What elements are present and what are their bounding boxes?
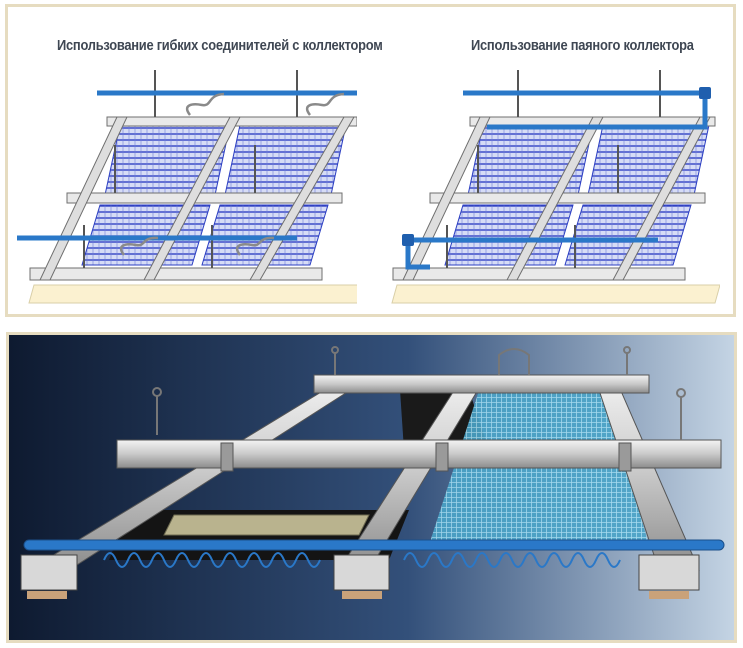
diagram-flexible-connectors — [17, 70, 357, 304]
ceiling-render — [9, 335, 734, 640]
hanger — [152, 346, 686, 440]
caption-soldered-collector: Использование паяного коллектора — [471, 37, 694, 54]
schematic-panel: Использование гибких соединителей с колл… — [5, 4, 736, 317]
diagram-soldered-collector — [391, 70, 720, 304]
flexible-connector — [119, 92, 345, 256]
collector-pipe — [405, 90, 708, 270]
caption-flexible-connectors: Использование гибких соединителей с колл… — [57, 37, 383, 54]
supply-pipe — [23, 539, 725, 551]
render-panel — [6, 332, 737, 643]
soldered-joint — [402, 87, 711, 246]
heating-cable-coil — [103, 552, 621, 568]
